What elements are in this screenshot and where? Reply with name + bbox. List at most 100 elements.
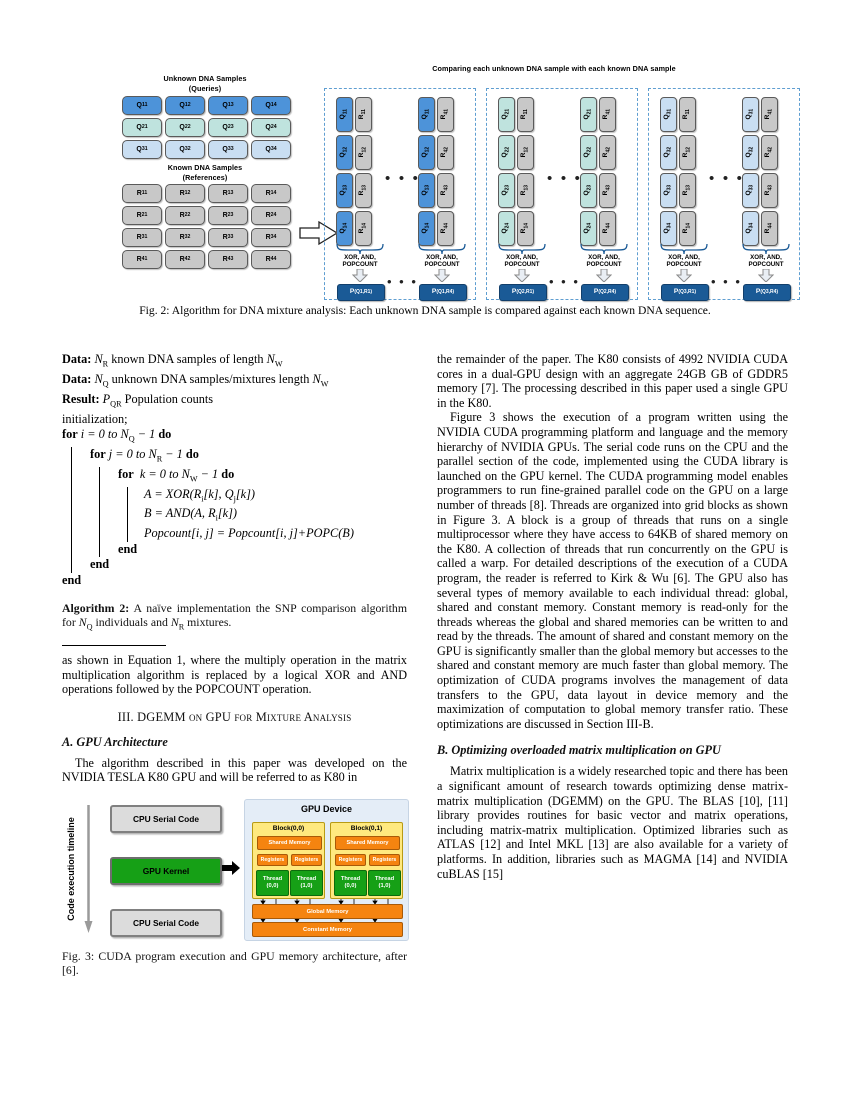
algo-end-outer: end xyxy=(62,572,82,587)
algo-line-popcount: Popcount[i, j] = Popcount[i, j]+POPC(B) xyxy=(144,526,354,541)
subsection-heading-a: A. GPU Architecture xyxy=(62,735,407,750)
algo-end-middle: end xyxy=(90,557,110,572)
cpu-serial-code-top: CPU Serial Code xyxy=(110,805,222,834)
pair-query-q21: Q21 xyxy=(580,97,597,132)
pair-query-q33: Q33 xyxy=(660,173,677,208)
thread-id: (0,0) xyxy=(266,883,279,890)
block-0-1: Block(0,1) Shared Memory Registers Regis… xyxy=(330,822,403,900)
timeline-arrow-icon xyxy=(84,805,93,934)
pair-reference-r11: R11 xyxy=(517,97,534,132)
ellipsis: • • • xyxy=(711,274,742,289)
down-arrow-icon xyxy=(675,268,693,283)
block-0-1-shared-memory: Shared Memory xyxy=(335,836,400,851)
operation-label: XOR, AND,POPCOUNT xyxy=(666,254,702,269)
left-paragraph-1: as shown in Equation 1, where the multip… xyxy=(62,653,407,697)
right-paragraph-2: Figure 3 shows the execution of a progra… xyxy=(437,410,788,731)
pair-reference-r12: R12 xyxy=(355,135,372,170)
thread-name: Thread xyxy=(340,876,361,883)
grouping-brace-icon xyxy=(660,241,708,255)
pair-query-q11: Q11 xyxy=(336,97,353,132)
algo-end-inner: end xyxy=(118,541,138,556)
thread-name: Thread xyxy=(374,876,395,883)
thread-id: (1,0) xyxy=(378,883,391,890)
algo-data-2: Data: NQ unknown DNA samples/mixtures le… xyxy=(62,371,329,389)
thread-name: Thread xyxy=(262,876,283,883)
algo-init: initialization; xyxy=(62,411,128,426)
block-0-0-title: Block(0,0) xyxy=(272,825,305,833)
queries-title: Unknown DNA Samples (Queries) xyxy=(163,74,247,93)
grouping-brace-icon xyxy=(336,241,384,255)
pair-query-q34: Q34 xyxy=(660,211,677,246)
down-arrow-icon xyxy=(351,268,369,283)
operation-label: XOR, AND,POPCOUNT xyxy=(504,254,540,269)
pair-query-q32: Q32 xyxy=(660,135,677,170)
pair-query-q12: Q12 xyxy=(418,135,435,170)
subsection-a-label: A. xyxy=(62,734,74,749)
algo-data-1: Data: NR known DNA samples of length NW xyxy=(62,352,283,369)
ellipsis: • • • xyxy=(385,170,421,187)
subsection-a-title: GPU Architecture xyxy=(76,734,168,749)
pair-reference-r42: R42 xyxy=(437,135,454,170)
pair-reference-r14: R14 xyxy=(517,211,534,246)
pair-query-q32: Q32 xyxy=(742,135,759,170)
block-0-0-thread-1: Thread (1,0) xyxy=(290,870,323,897)
algo-line-b: B = AND(A, Ri[k]) xyxy=(144,506,238,523)
pair-reference-r13: R13 xyxy=(679,173,696,208)
grouping-brace-icon xyxy=(498,241,546,255)
algorithm-2-block: Data: NR known DNA samples of length NW … xyxy=(62,352,407,588)
population-count-result: P(Q1,R1) xyxy=(337,284,385,301)
pair-query-q31: Q31 xyxy=(742,97,759,132)
pair-reference-r13: R13 xyxy=(355,173,372,208)
algo-for-i: for i = 0 to NQ − 1 do xyxy=(62,426,172,444)
pair-query-q14: Q14 xyxy=(336,211,353,246)
pair-reference-r12: R12 xyxy=(679,135,696,170)
pair-reference-r13: R13 xyxy=(517,173,534,208)
block-0-1-registers-1: Registers xyxy=(369,854,400,867)
operation-label: XOR, AND,POPCOUNT xyxy=(424,254,460,269)
algo-line-a: A = XOR(Ri[k], Qj[k]) xyxy=(144,486,255,504)
gpu-kernel-box: GPU Kernel xyxy=(110,857,222,886)
pair-reference-r43: R43 xyxy=(437,173,454,208)
pair-query-q24: Q24 xyxy=(580,211,597,246)
pair-reference-r41: R41 xyxy=(599,97,616,132)
block-0-1-thread-1: Thread (1,0) xyxy=(368,870,401,897)
pair-reference-r44: R44 xyxy=(761,211,778,246)
kernel-launch-arrow-icon xyxy=(222,861,240,876)
grouping-brace-icon xyxy=(580,241,628,255)
pair-reference-r12: R12 xyxy=(517,135,534,170)
operation-label: XOR, AND,POPCOUNT xyxy=(748,254,784,269)
pair-query-q12: Q12 xyxy=(336,135,353,170)
pair-reference-r41: R41 xyxy=(761,97,778,132)
pair-query-q22: Q22 xyxy=(498,135,515,170)
block-0-0: Block(0,0) Shared Memory Registers Regis… xyxy=(252,822,325,900)
ellipsis: • • • xyxy=(387,274,418,289)
algorithm-2-caption: Algorithm 2: A naïve implementation the … xyxy=(62,600,407,632)
thread-id: (0,0) xyxy=(344,883,357,890)
pair-reference-r43: R43 xyxy=(599,173,616,208)
